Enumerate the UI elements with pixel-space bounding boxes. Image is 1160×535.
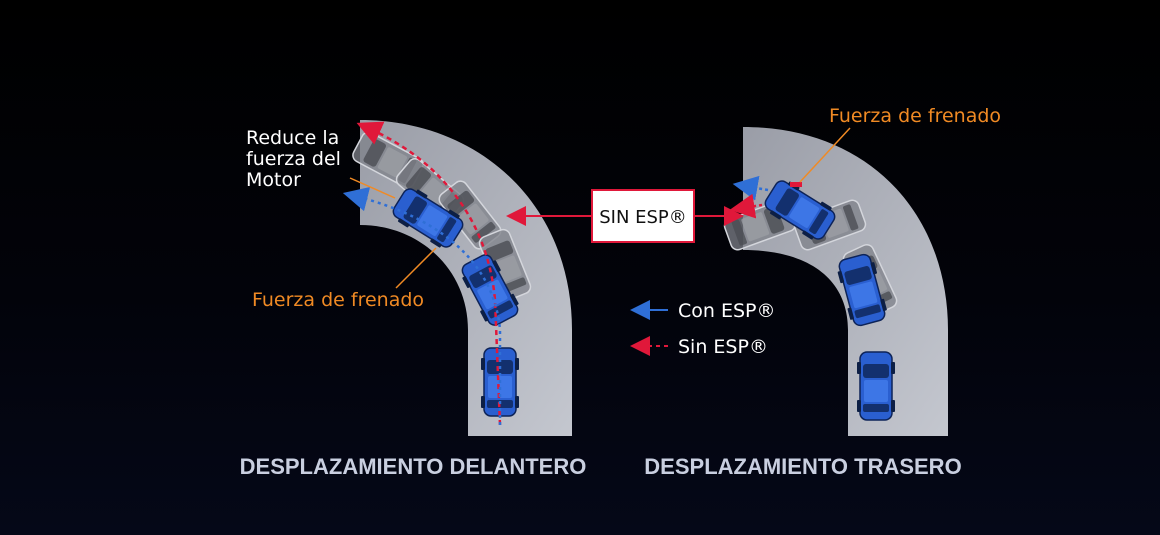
right-braking-label: Fuerza de frenado <box>829 105 1001 127</box>
left-scenario: Reduce la fuerza del Motor Fuerza de fre… <box>240 120 587 479</box>
right-brake-marker <box>790 182 802 187</box>
center-box: SIN ESP® <box>506 189 744 243</box>
center-box-label: SIN ESP® <box>599 207 687 228</box>
right-scenario: Fuerza de frenado DESPLAZAMIENTO TRASERO <box>644 105 1001 479</box>
engine-label: Reduce la fuerza del Motor <box>246 127 347 191</box>
legend-label-sin-esp: Sin ESP® <box>678 336 768 358</box>
engine-label-line-1: Reduce la <box>246 127 339 149</box>
left-caption: DESPLAZAMIENTO DELANTERO <box>240 454 587 479</box>
right-braking-leader <box>799 127 851 183</box>
left-braking-label: Fuerza de frenado <box>252 289 424 311</box>
legend: Con ESP® Sin ESP® <box>630 300 776 358</box>
center-box-frame <box>591 189 695 243</box>
right-caption: DESPLAZAMIENTO TRASERO <box>644 454 961 479</box>
engine-label-line-3: Motor <box>246 169 301 191</box>
engine-label-leader <box>349 177 396 199</box>
legend-label-con-esp: Con ESP® <box>678 300 776 322</box>
right-blue-arrow <box>732 175 769 201</box>
engine-label-line-2: fuerza del <box>246 148 341 170</box>
left-red-path <box>356 121 502 426</box>
left-braking-leader <box>395 247 437 289</box>
